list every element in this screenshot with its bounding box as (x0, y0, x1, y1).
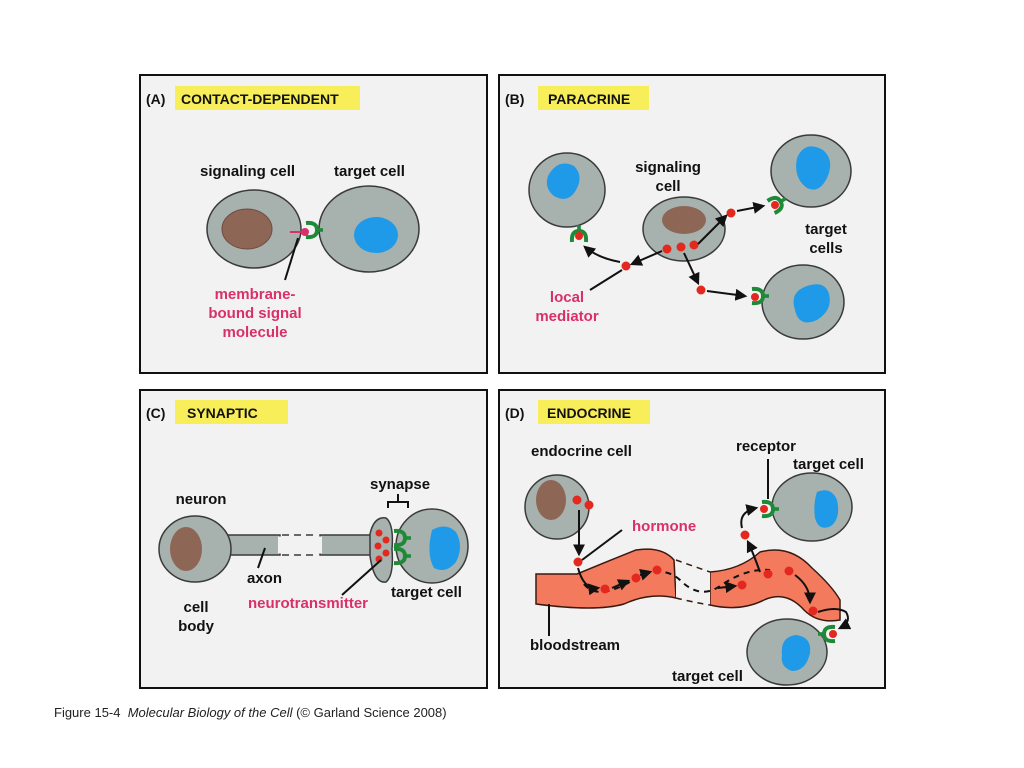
nucleus (781, 635, 811, 671)
signal-label-line1: membrane- (215, 286, 296, 303)
mediator-dot (726, 208, 736, 218)
axon (224, 534, 281, 556)
panel-d-title: ENDOCRINE (547, 405, 631, 421)
nucleus (796, 146, 831, 190)
mediator-label-line1: local (550, 289, 584, 306)
target-cell (771, 472, 853, 542)
caption-copyright: (© Garland Science 2008) (296, 705, 447, 720)
cell-body-label-line2: body (178, 618, 214, 635)
target-cells-label-line1: target (805, 221, 847, 238)
mediator-dot (676, 242, 686, 252)
endocrine-cell-label: endocrine cell (531, 443, 632, 460)
hormone-dot (784, 566, 794, 576)
panel-contact-dependent: (A) CONTACT-DEPENDENT signaling cell tar… (139, 74, 488, 374)
target-cell-bottom-label: target cell (672, 668, 743, 685)
signal-label-line2: bound signal (208, 305, 301, 322)
panel-c-letter: (C) (146, 405, 165, 421)
bloodstream (535, 548, 677, 609)
nucleus (221, 208, 273, 250)
receptor-label: receptor (736, 438, 796, 455)
hormone-dot (631, 573, 641, 583)
hormone-dot (808, 606, 818, 616)
nucleus (170, 527, 202, 571)
hormone-dot (740, 530, 750, 540)
mediator-dot (696, 285, 706, 295)
hormone-dot (652, 565, 662, 575)
hormone-dot (737, 580, 747, 590)
panel-c-title: SYNAPTIC (187, 405, 258, 421)
caption-book-title: Molecular Biology of the Cell (127, 705, 293, 720)
synapse-label: synapse (370, 476, 430, 493)
caption-figure-number: Figure 15-4 (54, 705, 121, 720)
panel-b-letter: (B) (505, 91, 524, 107)
bloodstream-label: bloodstream (530, 637, 620, 654)
target-cell-top-label: target cell (793, 456, 864, 473)
target-cell-label: target cell (391, 584, 462, 601)
mediator-label-line2: mediator (535, 308, 599, 325)
figure-caption: Figure 15-4 Molecular Biology of the Cel… (54, 705, 447, 720)
axon (319, 534, 375, 556)
cell-body-label-line1: cell (183, 599, 208, 616)
panel-a-title: CONTACT-DEPENDENT (181, 91, 339, 107)
panel-d-letter: (D) (505, 405, 524, 421)
nucleus (429, 526, 460, 570)
hormone-dot (573, 557, 583, 567)
hormone-dot (763, 569, 773, 579)
pointer-line (589, 269, 623, 291)
nucleus (793, 284, 830, 323)
nucleus (536, 480, 566, 520)
nucleus (662, 206, 706, 234)
panel-b-title: PARACRINE (548, 91, 630, 107)
target-cell-label: target cell (334, 163, 405, 180)
axon-label: axon (247, 570, 282, 587)
panel-endocrine: (D) ENDOCRINE (498, 389, 886, 689)
pointer-line (284, 237, 299, 281)
hormone-label: hormone (632, 518, 696, 535)
signal-label-line3: molecule (222, 324, 287, 341)
signaling-cell-label-line1: signaling (635, 159, 701, 176)
hormone-dot (600, 584, 610, 594)
signaling-cell-label-line2: cell (655, 178, 680, 195)
mediator-dot (621, 261, 631, 271)
mediator-dot (689, 240, 699, 250)
signaling-cell-label: signaling cell (200, 163, 295, 180)
nucleus (814, 490, 839, 528)
nucleus (546, 163, 580, 199)
panel-synaptic: (C) SYNAPTIC neuron cell body axon sy (139, 389, 488, 689)
target-cells-label-line2: cells (809, 240, 842, 257)
neuron-label: neuron (176, 491, 227, 508)
nucleus (354, 217, 398, 253)
mediator-dot (662, 244, 672, 254)
axon-terminal (369, 517, 394, 583)
panel-a-letter: (A) (146, 91, 165, 107)
panel-paracrine: (B) PARACRINE signali (498, 74, 886, 374)
neurotransmitter-label: neurotransmitter (248, 595, 368, 612)
